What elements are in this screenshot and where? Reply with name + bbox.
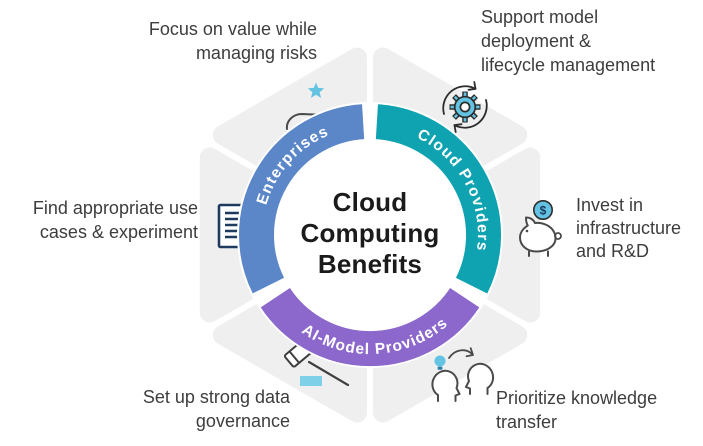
benefit-label-top-left: Focus on value while managing risks xyxy=(117,17,317,65)
benefit-line: Focus on value while xyxy=(148,19,317,39)
benefit-line: Invest in xyxy=(576,195,644,215)
benefit-line: lifecycle management xyxy=(481,55,656,75)
benefit-line: deployment & xyxy=(481,31,592,51)
gear-lifecycle-icon xyxy=(442,81,488,133)
benefit-line: Set up strong data xyxy=(142,387,290,407)
gavel-base xyxy=(300,376,322,386)
benefit-line: and R&D xyxy=(576,241,650,261)
ring-segment-ai-model-providers xyxy=(260,287,480,367)
center-circle xyxy=(273,138,467,332)
diagram-title-line: Computing xyxy=(300,218,440,248)
benefit-line: Find appropriate use xyxy=(32,198,198,218)
star-shape xyxy=(307,82,325,98)
diagram-title-line: Benefits xyxy=(317,249,423,279)
lightbulb-shape xyxy=(434,355,446,367)
benefit-label-bottom-right: Prioritize knowledge transfer xyxy=(496,386,696,434)
benefit-label-top-right: Support model deployment & lifecycle man… xyxy=(481,5,693,77)
benefit-line: Prioritize knowledge xyxy=(496,388,658,408)
diagram-title-line: Cloud xyxy=(332,187,408,217)
benefit-label-middle-right: Invest in infrastructure and R&D xyxy=(576,194,703,263)
benefit-line: Support model xyxy=(481,7,599,27)
benefit-label-bottom-left: Set up strong data governance xyxy=(90,385,290,433)
ring-segment-enterprises xyxy=(239,104,365,294)
ring-segment-cloud-providers xyxy=(375,104,502,294)
benefit-line: governance xyxy=(195,411,290,431)
benefit-line: cases & experiment xyxy=(39,222,198,242)
dollar-symbol: $ xyxy=(540,203,547,217)
diagram-title: Cloud Computing Benefits xyxy=(260,187,480,280)
benefit-line: infrastructure xyxy=(576,218,682,238)
benefit-label-middle-left: Find appropriate use cases & experiment xyxy=(0,196,198,244)
benefit-line: transfer xyxy=(496,412,558,432)
piggy-bank-icon: $ xyxy=(519,200,562,257)
knowledge-transfer-icon xyxy=(431,347,495,402)
benefit-line: managing risks xyxy=(195,43,317,63)
